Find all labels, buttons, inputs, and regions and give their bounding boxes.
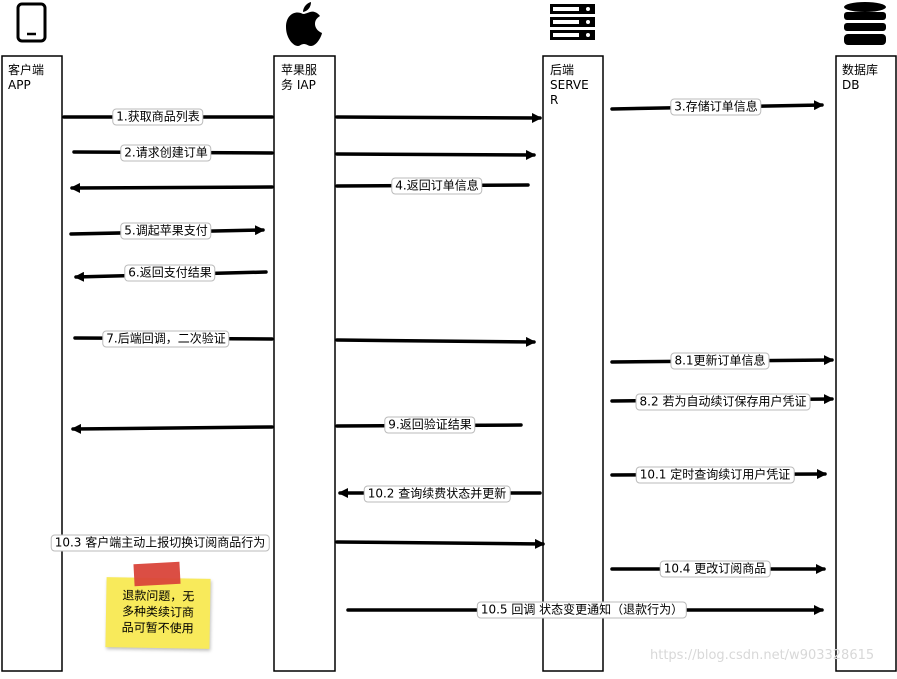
tablet-icon [16, 2, 47, 43]
arrow-m4b [70, 182, 274, 193]
message-label-m82: 8.2 若为自动续订保存用户凭证 [635, 393, 811, 411]
arrow-m1b [335, 112, 542, 123]
apple-icon [286, 2, 322, 46]
database-icon [844, 2, 886, 45]
sticky-note: 退款问题，无 多种类续订商 品可暂不使用 [105, 577, 211, 649]
lane-label-client: 客户端 APP [8, 63, 45, 92]
message-label-m1: 1.获取商品列表 [112, 108, 204, 126]
server-icon [550, 4, 595, 40]
arrow-m7b [335, 336, 536, 347]
message-label-m2: 2.请求创建订单 [120, 144, 212, 162]
message-label-m101: 10.1 定时查询续订用户凭证 [635, 466, 795, 484]
sticky-note-text: 退款问题，无 多种类续订商 品可暂不使用 [121, 588, 195, 636]
message-label-m5: 5.调起苹果支付 [120, 222, 212, 240]
lifeline-client [1, 55, 63, 672]
lane-label-apple: 苹果服 务 IAP [281, 63, 318, 92]
lifeline-db [835, 55, 897, 672]
message-label-m3: 3.存储订单信息 [670, 98, 762, 116]
arrow-m2b [335, 149, 536, 160]
message-label-m6: 6.返回支付结果 [124, 264, 216, 282]
message-label-m7: 7.后端回调，二次验证 [102, 330, 230, 348]
message-label-m105: 10.5 回调 状态变更通知（退款行为） [476, 601, 688, 619]
message-label-m4: 4.返回订单信息 [391, 177, 483, 195]
tape-strip [133, 561, 181, 587]
arrow-m9b [71, 423, 274, 434]
message-label-m104: 10.4 更改订阅商品 [659, 560, 771, 578]
message-label-m81: 8.1更新订单信息 [670, 352, 770, 370]
lifeline-server [542, 55, 604, 672]
message-label-m102: 10.2 查询续费状态并更新 [363, 485, 511, 503]
lifeline-apple [273, 55, 336, 672]
message-label-m9: 9.返回验证结果 [384, 416, 476, 434]
lane-label-db: 数据库 DB [842, 63, 879, 92]
message-label-m103: 10.3 客户端主动上报切换订阅商品行为 [50, 534, 270, 552]
arrow-m103 [335, 538, 545, 549]
lane-label-server: 后端 SERVE R [550, 63, 589, 107]
watermark: https://blog.csdn.net/w903328615 [650, 648, 875, 663]
